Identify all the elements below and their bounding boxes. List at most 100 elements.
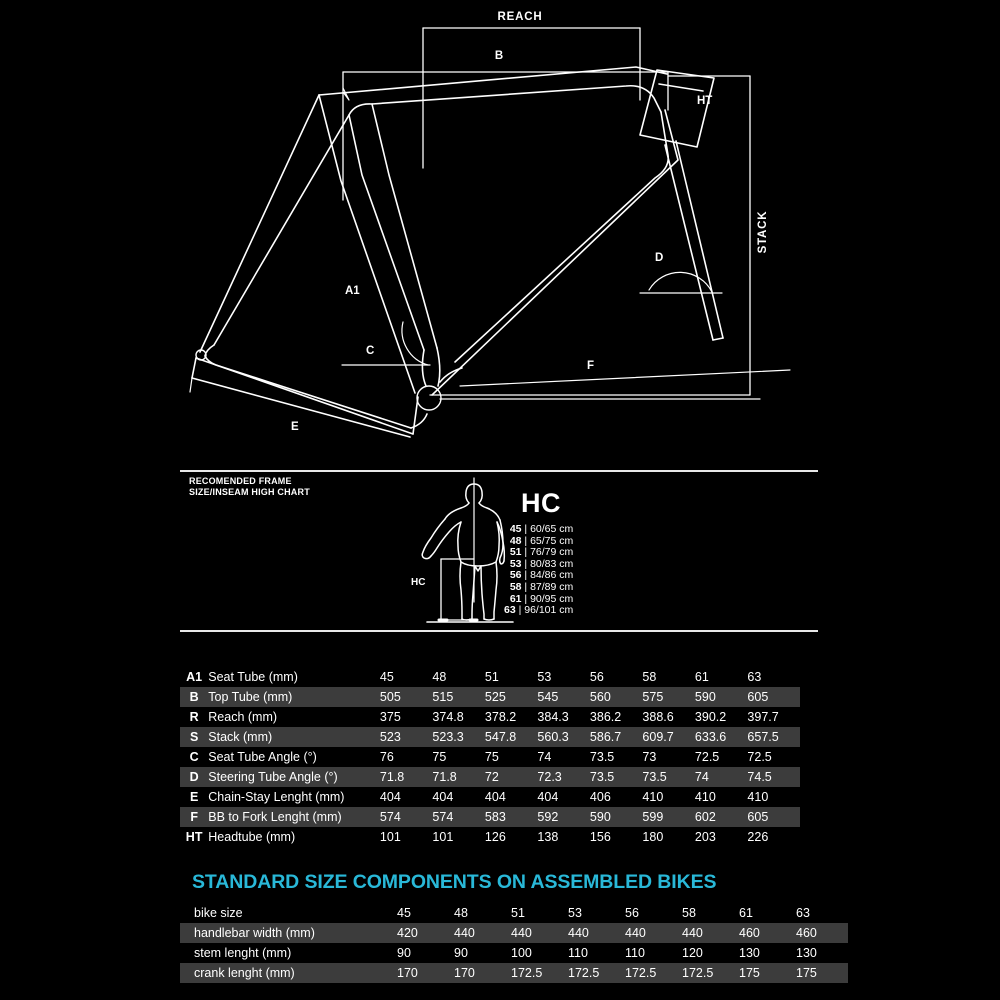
frame-diagram-svg: REACH B HT STACK A1 C D E F <box>189 11 791 438</box>
label-seat-tube: A1 <box>345 285 360 297</box>
label-chainstay: E <box>291 421 299 433</box>
row-value: 63 <box>747 670 762 684</box>
row-value: 172.5 <box>563 963 620 983</box>
row-value: 657.5 <box>747 727 800 747</box>
row-label: stem lenght (mm) <box>194 946 292 960</box>
row-label: Steering Tube Angle (°) <box>208 767 380 787</box>
row-value: 560 <box>589 687 643 707</box>
row-value: 397.7 <box>747 710 779 724</box>
row-value: 460 <box>791 923 848 943</box>
seat-angle-arc <box>341 321 431 366</box>
row-value: 53 <box>537 670 552 684</box>
row-label: handlebar width (mm) <box>180 923 392 943</box>
inseam-chart-section: RECOMENDED FRAME SIZE/INSEAM HIGH CHART <box>0 460 1000 640</box>
row-code: B <box>180 687 209 707</box>
row-value: 73.5 <box>589 750 615 764</box>
row-value: 440 <box>620 923 677 943</box>
row-value: 120 <box>682 946 703 960</box>
row-label: crank lenght (mm) <box>180 963 392 983</box>
row-value: 515 <box>432 687 485 707</box>
row-value: 592 <box>537 807 590 827</box>
row-value: 523.3 <box>432 727 485 747</box>
row-value: 172.5 <box>620 963 677 983</box>
row-value: 404 <box>432 790 454 804</box>
inseam-separator: | <box>521 557 531 570</box>
row-value: 61 <box>694 670 709 684</box>
row-value: 609.7 <box>642 727 695 747</box>
row-value: 74 <box>694 767 748 787</box>
row-value: 71.8 <box>432 767 485 787</box>
row-value: 73 <box>642 750 657 764</box>
row-value: 73.5 <box>642 767 695 787</box>
fork-outline <box>664 140 724 341</box>
row-value: 226 <box>747 830 769 844</box>
row-value: 126 <box>484 830 506 844</box>
inseam-chart-caption: RECOMENDED FRAME SIZE/INSEAM HIGH CHART <box>189 476 310 497</box>
row-value: 51 <box>484 670 499 684</box>
row-value: 388.6 <box>642 710 674 724</box>
inseam-separator: | <box>521 580 531 593</box>
inseam-range: 65/75 cm <box>530 534 574 547</box>
inseam-row: 63 | 96/101 cm <box>504 604 573 617</box>
row-value: 45 <box>379 670 394 684</box>
row-value: 73.5 <box>589 767 643 787</box>
row-code: R <box>189 710 199 724</box>
head-angle-arc <box>639 271 723 294</box>
reach-dimension-bracket <box>422 27 641 169</box>
label-head-angle: D <box>655 252 663 264</box>
row-value: 374.8 <box>432 710 464 724</box>
label-seat-angle: C <box>366 345 374 357</box>
inseam-row: 51 | 76/79 cm <box>504 546 573 559</box>
row-value: 101 <box>432 830 454 844</box>
row-value: 71.8 <box>379 767 433 787</box>
row-value: 156 <box>589 830 611 844</box>
inseam-size: 48 <box>509 534 522 547</box>
inseam-separator: | <box>515 604 525 617</box>
row-value: 386.2 <box>589 710 622 724</box>
inseam-separator: | <box>521 523 531 535</box>
row-value: 48 <box>432 670 447 684</box>
row-value: 130 <box>739 946 760 960</box>
row-value: 56 <box>625 906 639 920</box>
row-value: 53 <box>568 906 582 920</box>
row-value: 51 <box>511 906 525 920</box>
inseam-size: 45 <box>509 523 522 535</box>
row-value: 390.2 <box>694 710 727 724</box>
row-value: 130 <box>796 946 817 960</box>
bike-frame-diagram: REACH B HT STACK A1 C D E F <box>0 0 1000 460</box>
row-value: 175 <box>791 963 848 983</box>
inseam-size: 56 <box>509 569 522 582</box>
row-label: Seat Tube (mm) <box>208 670 298 684</box>
row-value: 170 <box>449 963 506 983</box>
inseam-row: 56 | 84/86 cm <box>504 570 573 582</box>
inseam-row: 58 | 87/89 cm <box>504 580 574 594</box>
row-value: 404 <box>537 790 559 804</box>
row-value: 90 <box>454 946 468 960</box>
row-value: 100 <box>511 946 532 960</box>
row-label: Reach (mm) <box>208 710 278 724</box>
row-value: 523 <box>379 727 433 747</box>
inseam-separator: | <box>521 534 531 547</box>
row-value: 574 <box>432 807 485 827</box>
inseam-range: 87/89 cm <box>530 580 574 593</box>
row-label: Seat Tube Angle (°) <box>208 750 317 764</box>
row-value: 175 <box>734 963 791 983</box>
row-value: 74.5 <box>747 767 800 787</box>
row-value: 58 <box>642 670 657 684</box>
row-value: 602 <box>694 807 748 827</box>
row-value: 525 <box>484 687 538 707</box>
row-code: F <box>180 807 209 827</box>
row-value: 110 <box>625 946 645 960</box>
row-value: 172.5 <box>677 963 734 983</box>
inseam-size: 58 <box>509 580 522 593</box>
label-top-tube: B <box>495 50 503 62</box>
row-value: 590 <box>589 807 643 827</box>
row-value: 545 <box>537 687 590 707</box>
row-label: BB to Fork Lenght (mm) <box>208 807 380 827</box>
row-value: 384.3 <box>537 710 569 724</box>
